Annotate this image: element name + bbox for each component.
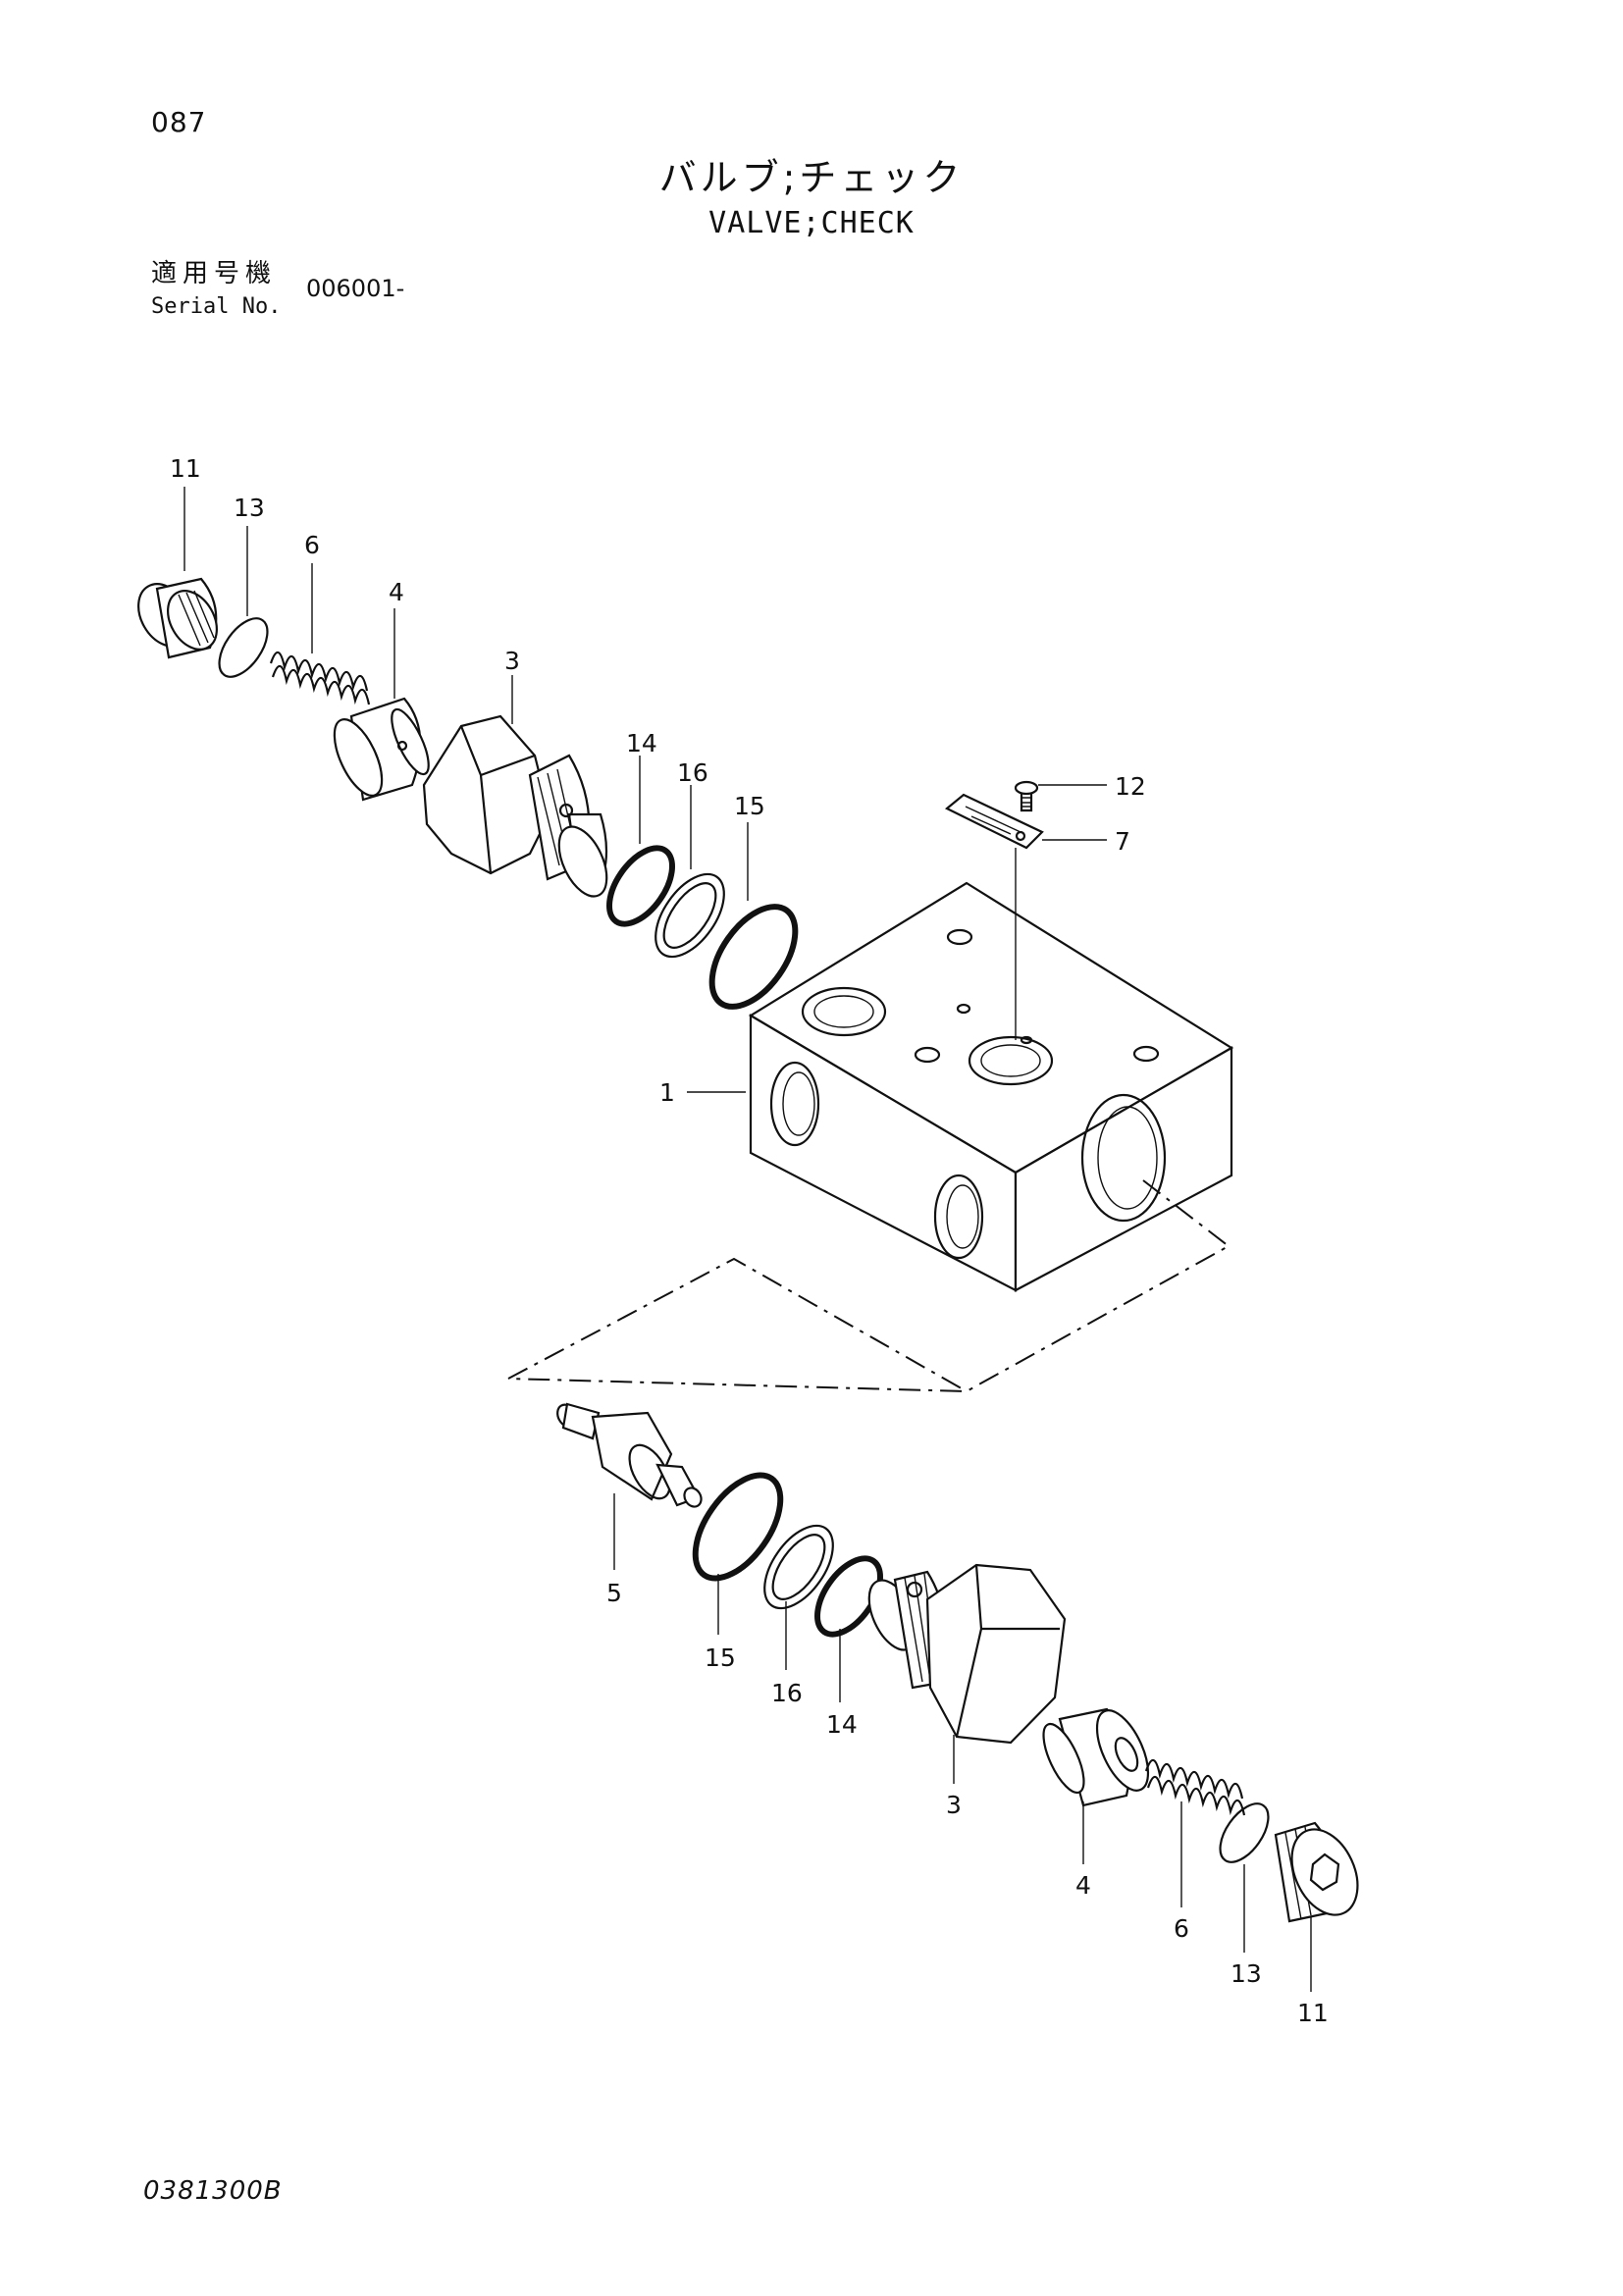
part-oring-upper xyxy=(218,617,269,678)
callout-11-upper: 11 xyxy=(170,454,201,483)
part-plug-lower xyxy=(1274,1821,1359,1923)
part-oring-14-upper xyxy=(606,845,675,927)
callout-labels-lower: 5 15 16 14 3 4 6 13 11 xyxy=(606,1579,1329,2027)
callout-16-lower: 16 xyxy=(771,1679,803,1707)
callout-3-upper: 3 xyxy=(504,647,520,675)
part-valve-seat-lower xyxy=(867,1563,1067,1745)
serial-label-japanese: 適用号機 xyxy=(151,259,278,288)
callout-16-upper: 16 xyxy=(677,758,708,787)
callout-6-upper: 6 xyxy=(304,531,320,559)
callout-labels-upper: 11 13 6 4 3 14 16 15 12 7 1 xyxy=(170,454,1146,1107)
part-valve-body-block xyxy=(748,881,1234,1292)
title-english: VALVE;CHECK xyxy=(708,206,915,240)
callout-4-upper: 4 xyxy=(389,578,404,606)
part-check-poppet xyxy=(556,1402,703,1508)
part-plug-upper xyxy=(137,577,218,659)
part-spring-upper xyxy=(269,651,371,705)
callout-15-upper: 15 xyxy=(734,792,765,820)
serial-label-english: Serial No. xyxy=(151,294,282,319)
part-name-plate xyxy=(944,793,1044,850)
callout-14-lower: 14 xyxy=(826,1710,858,1739)
serial-number-range: 006001- xyxy=(306,275,405,302)
document-code: 0381300B xyxy=(143,2176,283,2206)
part-oring-15-upper xyxy=(708,904,799,1010)
callout-3-lower: 3 xyxy=(946,1791,962,1819)
callout-14-upper: 14 xyxy=(626,729,657,757)
callout-11-lower: 11 xyxy=(1297,1999,1329,2027)
callout-13-lower: 13 xyxy=(1230,1959,1262,1988)
callout-15-lower: 15 xyxy=(705,1644,736,1672)
part-screw xyxy=(1014,780,1039,812)
part-oring-14-lower xyxy=(814,1555,883,1638)
part-spring-lower xyxy=(1144,1758,1246,1816)
part-poppet-upper xyxy=(333,697,430,802)
part-poppet-lower xyxy=(1042,1707,1150,1807)
callout-13-upper: 13 xyxy=(234,494,265,522)
callout-4-lower: 4 xyxy=(1075,1871,1091,1900)
callout-7: 7 xyxy=(1115,827,1130,856)
callout-12: 12 xyxy=(1115,772,1146,801)
part-backup-ring-lower xyxy=(763,1524,834,1610)
dashed-assembly-path xyxy=(507,1179,1230,1393)
part-oring-lower xyxy=(1219,1802,1270,1863)
callout-5: 5 xyxy=(606,1579,622,1607)
part-valve-seat-upper xyxy=(422,714,608,898)
page-number: 087 xyxy=(151,106,207,138)
callout-1: 1 xyxy=(659,1078,675,1107)
part-oring-15-lower xyxy=(692,1472,784,1582)
title-japanese: バルブ;チェック xyxy=(658,156,965,199)
leader-lines xyxy=(183,487,1312,1992)
callout-6-lower: 6 xyxy=(1174,1914,1189,1943)
part-backup-ring-upper xyxy=(654,872,725,959)
